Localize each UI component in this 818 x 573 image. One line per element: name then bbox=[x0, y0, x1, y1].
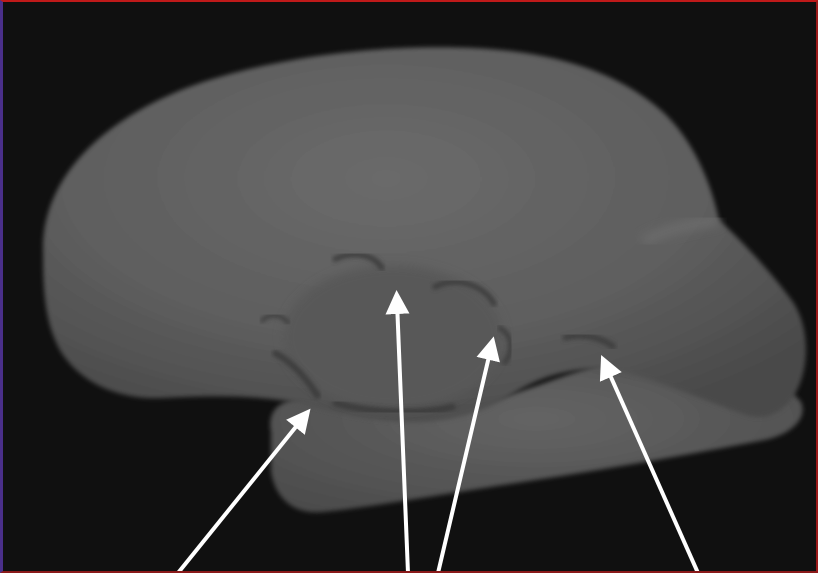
brain-illustration bbox=[3, 2, 818, 573]
